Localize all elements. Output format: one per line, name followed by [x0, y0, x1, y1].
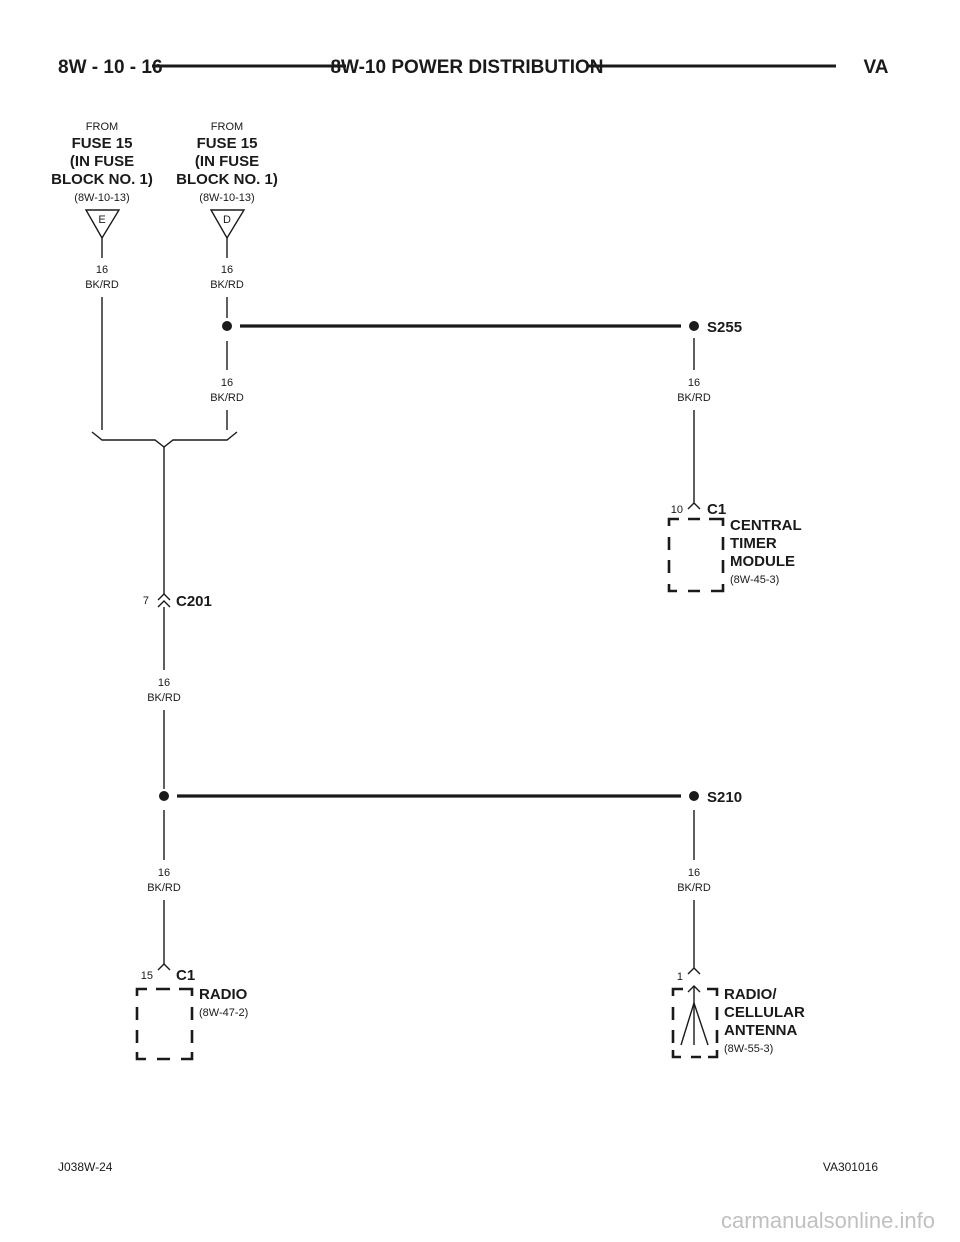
source-e-location-2: BLOCK NO. 1) [51, 171, 153, 188]
source-d-location-2: BLOCK NO. 1) [176, 171, 278, 188]
footer-left-code: J038W-24 [58, 1160, 113, 1174]
wire-d-gauge: 16 [221, 264, 233, 276]
antenna-ref: (8W-55-3) [724, 1043, 773, 1055]
source-e-from: FROM [86, 121, 118, 133]
radio-name: RADIO [199, 986, 248, 1003]
ctm-module-box [667, 517, 725, 593]
wire-e-color: BK/RD [85, 279, 119, 291]
c201-pin: 7 [143, 595, 149, 607]
ctm-name-1: CENTRAL [730, 517, 802, 534]
c201-connector-icon [157, 593, 171, 608]
ctm-name-2: TIMER [730, 535, 777, 552]
c201-label: C201 [176, 593, 212, 610]
radio-box-sides [135, 1007, 194, 1061]
source-fuse-e: FROM FUSE 15 (IN FUSE BLOCK NO. 1) (8W-1… [51, 121, 153, 240]
ctm-connector-icon [687, 502, 701, 510]
splice-dot-s210-left [159, 791, 169, 801]
ctm-name-3: MODULE [730, 553, 795, 570]
wire-ctm-gauge: 16 [688, 377, 700, 389]
source-e-fuse: FUSE 15 [72, 135, 133, 152]
source-d-letter: D [223, 214, 231, 226]
source-fuse-d: FROM FUSE 15 (IN FUSE BLOCK NO. 1) (8W-1… [176, 121, 278, 240]
radio-box-top [135, 987, 194, 996]
source-d-ref: (8W-10-13) [199, 192, 254, 204]
footer-right-code: VA301016 [823, 1160, 878, 1174]
radio-connector-icon [157, 963, 171, 971]
page-number: 8W - 10 - 16 [58, 57, 163, 78]
ctm-box-sides [667, 537, 725, 593]
source-e-ref: (8W-10-13) [74, 192, 129, 204]
splice-dot-s210-right [689, 791, 699, 801]
wire-antenna-gauge: 16 [688, 867, 700, 879]
wire-ctm-color: BK/RD [677, 392, 711, 404]
wire-d2-color: BK/RD [210, 392, 244, 404]
source-d-location-1: (IN FUSE [195, 153, 259, 170]
source-e-location-1: (IN FUSE [70, 153, 134, 170]
antenna-name-3: ANTENNA [724, 1022, 797, 1039]
splice-dot-s255-right [689, 321, 699, 331]
antenna-module-box [671, 987, 719, 1059]
splice-label-s210: S210 [707, 789, 742, 806]
source-e-triangle-icon [84, 209, 121, 240]
radio-pin: 15 [141, 970, 153, 982]
wire-radio-gauge: 16 [158, 867, 170, 879]
model-code: VA [864, 57, 889, 78]
radio-ref: (8W-47-2) [199, 1007, 248, 1019]
splice-label-s255: S255 [707, 319, 742, 336]
antenna-connector-icon [687, 967, 701, 975]
watermark-text: carmanualsonline.info [721, 1208, 935, 1233]
wire-c201-gauge: 16 [158, 677, 170, 689]
source-e-letter: E [98, 214, 105, 226]
source-d-triangle-icon [209, 209, 246, 240]
antenna-name-1: RADIO/ [724, 986, 777, 1003]
source-d-from: FROM [211, 121, 243, 133]
source-d-fuse: FUSE 15 [197, 135, 258, 152]
wire-merge-bracket [91, 431, 238, 448]
wire-c201-color: BK/RD [147, 692, 181, 704]
antenna-name-2: CELLULAR [724, 1004, 805, 1021]
antenna-pin: 1 [677, 971, 683, 983]
wire-e-gauge: 16 [96, 264, 108, 276]
ctm-pin: 10 [671, 504, 683, 516]
wire-antenna-color: BK/RD [677, 882, 711, 894]
ctm-connector-label: C1 [707, 501, 726, 518]
radio-connector-label: C1 [176, 967, 195, 984]
wire-d-color: BK/RD [210, 279, 244, 291]
antenna-box-sides [671, 1007, 719, 1059]
ctm-box-top [667, 517, 725, 526]
radio-module-box [135, 987, 194, 1061]
splice-dot-s255-left [222, 321, 232, 331]
ctm-ref: (8W-45-3) [730, 574, 779, 586]
wire-radio-color: BK/RD [147, 882, 181, 894]
wire-d2-gauge: 16 [221, 377, 233, 389]
page-title: 8W-10 POWER DISTRIBUTION [330, 57, 603, 78]
antenna-symbol-icon [680, 985, 709, 1046]
antenna-box-top [671, 987, 719, 996]
